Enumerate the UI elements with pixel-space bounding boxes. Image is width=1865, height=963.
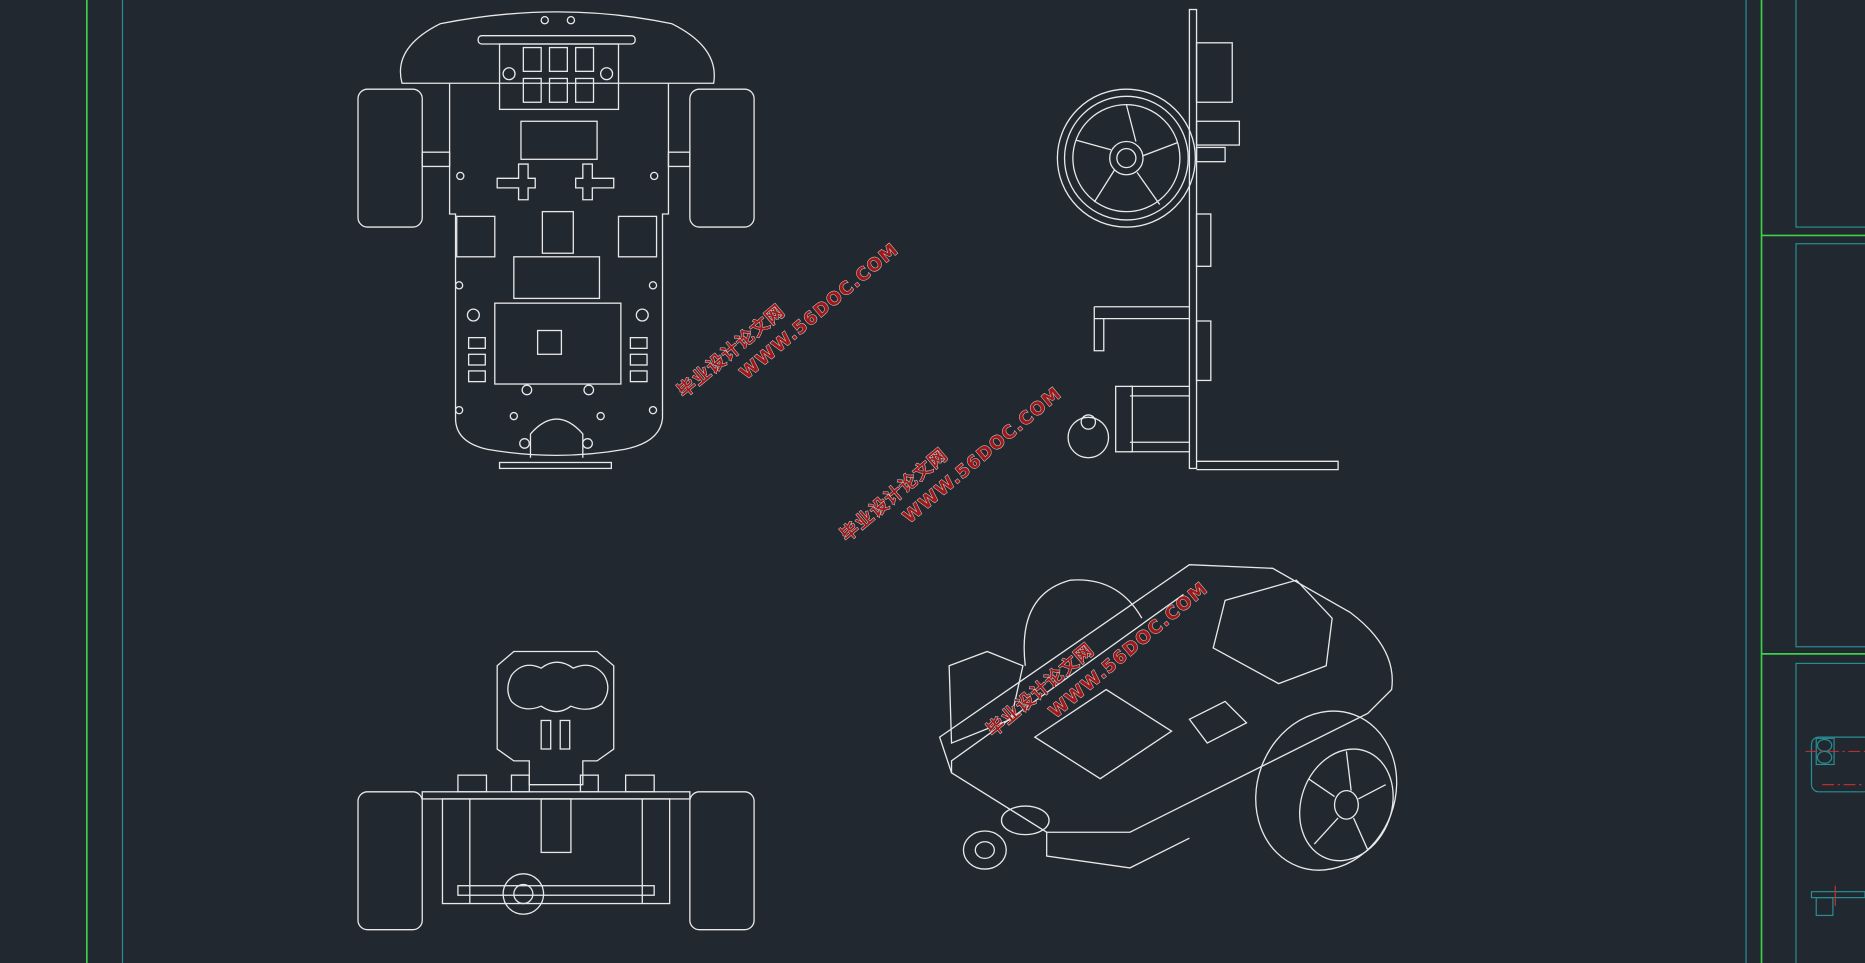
- watermark-1: 毕业设计论文网 WWW.56DOC.COM: [673, 239, 904, 403]
- top-view[interactable]: [357, 11, 755, 470]
- watermark-2: 毕业设计论文网 WWW.56DOC.COM: [835, 382, 1066, 546]
- title-block-part-sketch: [1805, 736, 1865, 917]
- isometric-view[interactable]: [938, 564, 1419, 890]
- drawing-frame: [85, 0, 1865, 963]
- side-view[interactable]: [1056, 8, 1339, 471]
- front-view[interactable]: [357, 650, 755, 931]
- watermark-3: 毕业设计论文网 WWW.56DOC.COM: [982, 577, 1213, 741]
